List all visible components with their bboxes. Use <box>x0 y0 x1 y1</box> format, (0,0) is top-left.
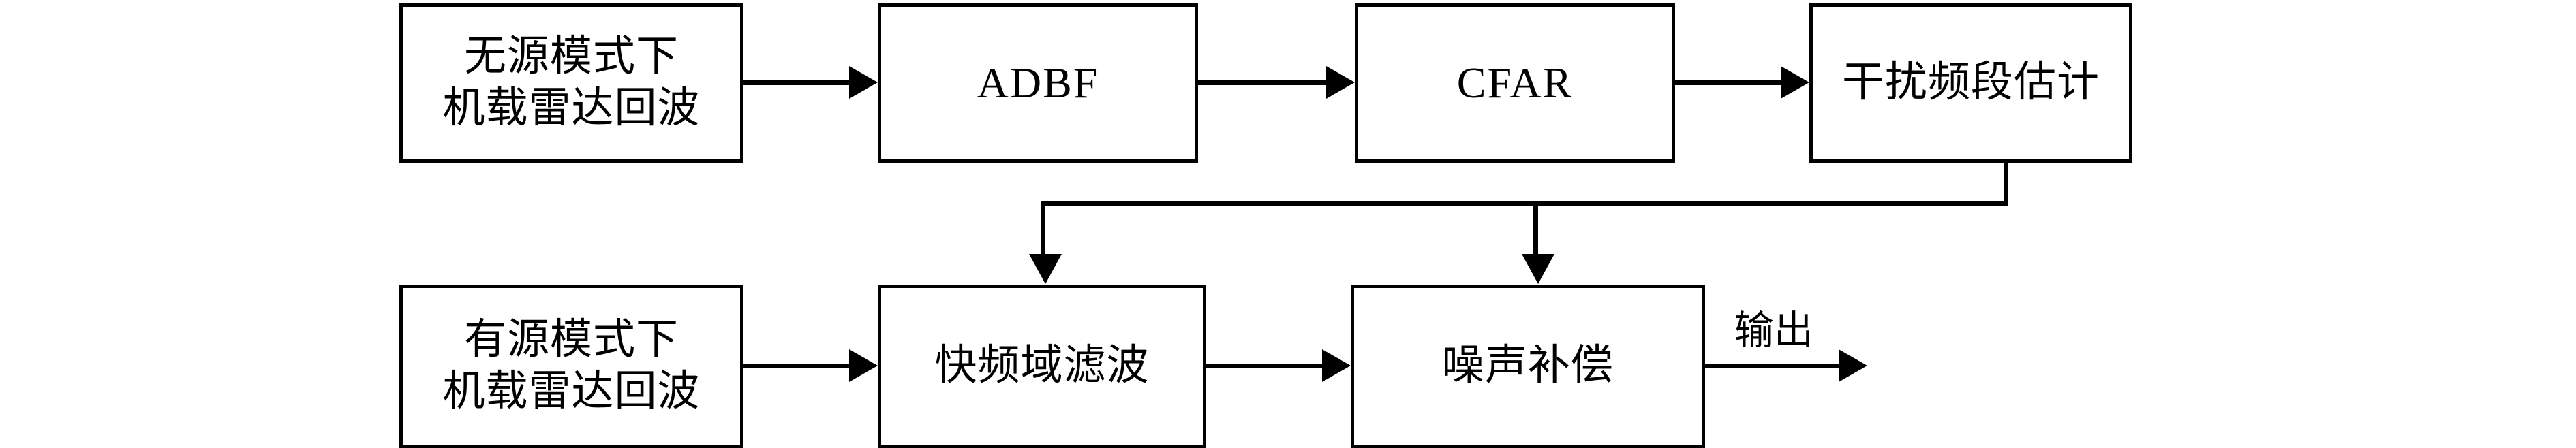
edge-adbf-to-cfar-arrowhead <box>1326 66 1355 99</box>
node-fast-freq-domain-filter-label: 快频域滤波 <box>934 342 1150 389</box>
node-passive-echo-label: 无源模式下 机载雷达回波 <box>442 33 701 131</box>
edge-noise-to-output-line <box>1705 364 1839 368</box>
edge-passive-to-adbf-arrowhead <box>849 66 878 99</box>
edge-jam-to-filter-arrowhead <box>1029 254 1062 284</box>
edge-jam-bus-drop <box>2004 163 2008 206</box>
edge-cfar-to-jam-line <box>1675 80 1781 85</box>
edge-filter-to-noise-arrowhead <box>1322 349 1351 382</box>
node-passive-echo[interactable]: 无源模式下 机载雷达回波 <box>399 3 743 163</box>
node-cfar-label: CFAR <box>1456 58 1574 107</box>
node-cfar[interactable]: CFAR <box>1355 3 1675 163</box>
edge-active-to-filter-line <box>743 364 849 368</box>
output-label: 输出 <box>1734 308 1814 353</box>
edge-jam-to-filter-line <box>1041 201 1045 257</box>
edge-jam-to-noise-line <box>1533 201 1538 257</box>
node-jam-band-estimation[interactable]: 干扰频段估计 <box>1809 3 2132 163</box>
node-active-echo-label: 有源模式下 机载雷达回波 <box>442 317 701 415</box>
edge-cfar-to-jam-arrowhead <box>1781 66 1809 99</box>
edge-passive-to-adbf-line <box>743 80 849 85</box>
node-fast-freq-domain-filter[interactable]: 快频域滤波 <box>878 285 1206 448</box>
node-adbf-label: ADBF <box>977 58 1099 107</box>
edge-noise-to-output-arrowhead <box>1839 349 1867 382</box>
edge-jam-bus-horizontal <box>1041 201 2008 206</box>
node-jam-band-estimation-label: 干扰频段估计 <box>1841 59 2100 106</box>
edge-filter-to-noise-line <box>1206 364 1322 368</box>
node-noise-compensation-label: 噪声补偿 <box>1441 342 1614 389</box>
node-active-echo[interactable]: 有源模式下 机载雷达回波 <box>399 285 743 448</box>
node-adbf[interactable]: ADBF <box>878 3 1198 163</box>
edge-adbf-to-cfar-line <box>1198 80 1326 85</box>
edge-active-to-filter-arrowhead <box>849 349 878 382</box>
edge-jam-to-noise-arrowhead <box>1522 254 1554 284</box>
node-noise-compensation[interactable]: 噪声补偿 <box>1351 285 1705 448</box>
